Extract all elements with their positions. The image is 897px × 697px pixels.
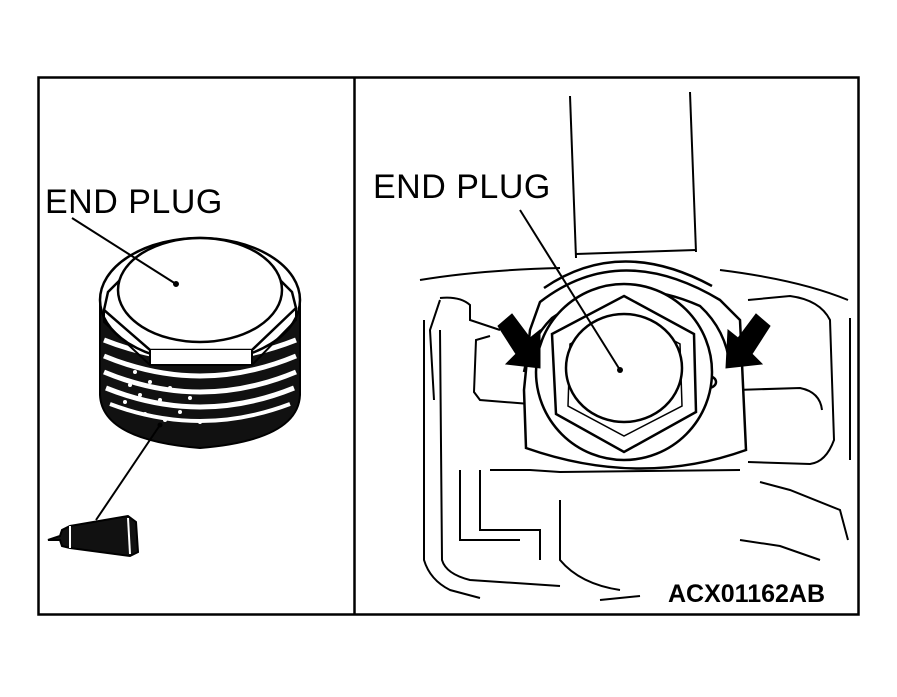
- sealant-tube-icon: [47, 514, 140, 558]
- leader-line: [519, 209, 621, 371]
- transmission-case-outline: [419, 91, 851, 601]
- end-plug-icon: [534, 282, 714, 462]
- end-plug-icon: [71, 217, 302, 450]
- end-plug-label-left: END PLUG: [45, 183, 223, 221]
- arrow-icon: [497, 313, 541, 369]
- sealant-leader-line: [95, 424, 161, 521]
- end-plug-label-right: END PLUG: [373, 168, 551, 206]
- arrow-icon: [725, 313, 771, 369]
- figure-code: ACX01162AB: [668, 580, 826, 608]
- figure-frame: [37, 76, 860, 616]
